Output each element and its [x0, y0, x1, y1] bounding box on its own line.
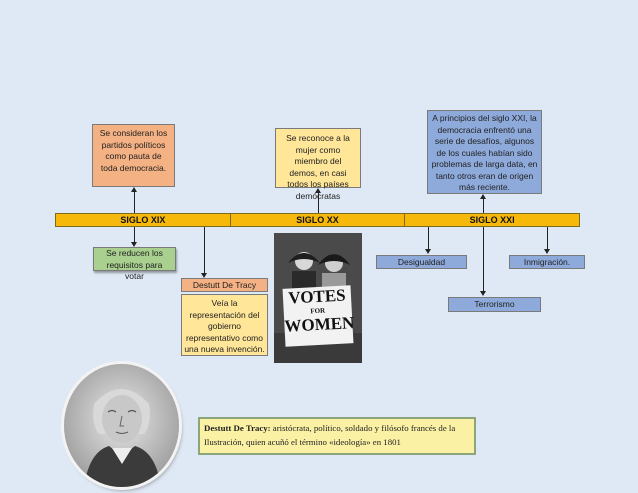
arrow-desigualdad	[425, 249, 431, 254]
votes-sign: VOTES FOR WOMEN	[282, 285, 355, 347]
connector-destutt	[204, 227, 205, 275]
box-terrorismo: Terrorismo	[448, 297, 541, 312]
connector-desigualdad	[428, 227, 429, 250]
connector-terrorismo	[483, 227, 484, 293]
connector-partidos	[134, 191, 135, 213]
votes-for-women-photo: VOTES FOR WOMEN	[274, 233, 362, 363]
timeline-bar: SIGLO XIX SIGLO XX SIGLO XXI	[55, 213, 580, 227]
box-inmigracion-text: Inmigración.	[523, 257, 571, 267]
box-mujer-demos: Se reconoce a la mujer como miembro del …	[275, 128, 361, 201]
box-partidos-text: Se consideran los partidos políticos com…	[99, 128, 168, 173]
caption-text: aristócrata, político, soldado y filósof…	[204, 423, 456, 447]
connector-requisitos	[134, 227, 135, 244]
timeline-segment-xxi: SIGLO XXI	[469, 215, 515, 225]
portrait-illustration	[64, 364, 179, 487]
arrow-mujer	[315, 188, 321, 193]
timeline-segment-xix: SIGLO XIX	[56, 214, 231, 226]
box-destutt-title-text: Destutt De Tracy	[192, 280, 257, 290]
connector-mujer	[318, 192, 319, 213]
arrow-requisitos	[131, 242, 137, 247]
box-desigualdad-text: Desigualdad	[397, 257, 446, 267]
arrow-destutt	[201, 273, 207, 278]
box-destutt-title: Destutt De Tracy	[181, 278, 268, 292]
arrow-terrorismo	[480, 291, 486, 296]
destutt-caption: Destutt De Tracy: aristócrata, político,…	[198, 417, 476, 455]
box-requisitos-votar: Se reducen los requisitos para votar	[93, 247, 176, 281]
box-desigualdad: Desigualdad	[376, 255, 467, 269]
box-siglo-xxi-text: A principios del siglo XXI, la democraci…	[431, 113, 538, 192]
box-destutt-body-text: Veía la representación del gobierno repr…	[184, 298, 265, 354]
sign-line-votes: VOTES	[287, 285, 347, 308]
box-siglo-xxi-desafios: A principios del siglo XXI, la democraci…	[427, 110, 542, 194]
box-mujer-text: Se reconoce a la mujer como miembro del …	[286, 133, 350, 201]
destutt-portrait	[64, 364, 179, 487]
connector-inmigracion	[547, 227, 548, 250]
caption-bold: Destutt De Tracy:	[204, 423, 271, 433]
box-requisitos-text: Se reducen los requisitos para votar	[106, 248, 163, 281]
timeline-segment-xx: SIGLO XX	[231, 214, 406, 226]
box-partidos-politicos: Se consideran los partidos políticos com…	[92, 124, 175, 187]
box-terrorismo-text: Terrorismo	[474, 299, 515, 309]
box-inmigracion: Inmigración.	[509, 255, 585, 269]
arrow-inmigracion	[544, 249, 550, 254]
arrow-siglo-xxi	[480, 194, 486, 199]
arrow-partidos	[131, 187, 137, 192]
box-destutt-body: Veía la representación del gobierno repr…	[181, 294, 268, 356]
connector-siglo-xxi	[483, 198, 484, 213]
sign-line-women: WOMEN	[283, 313, 355, 336]
